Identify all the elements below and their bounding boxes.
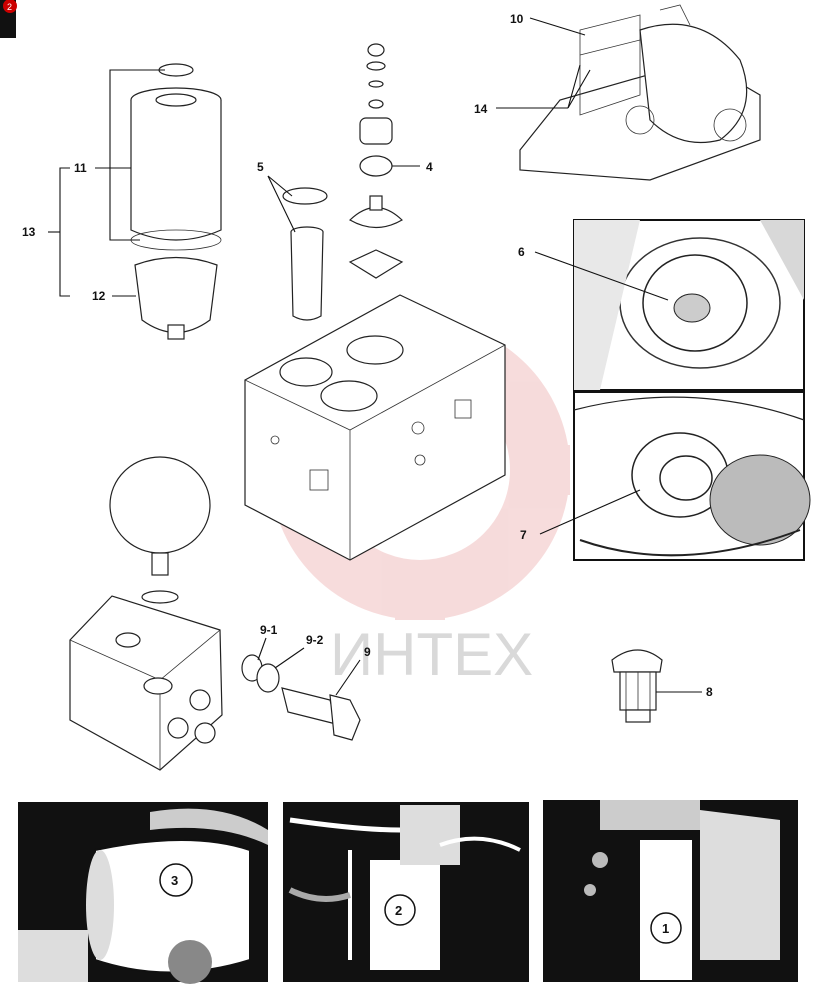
- callout-4: 4: [426, 160, 433, 174]
- callout-7: 7: [520, 528, 527, 542]
- photo-panel-1: [543, 800, 798, 982]
- filter-8: [611, 649, 663, 723]
- callout-8: 8: [706, 685, 713, 699]
- photo-label-2: 2: [395, 903, 402, 918]
- svg-text:2: 2: [7, 2, 12, 12]
- plug-9: [241, 654, 361, 741]
- callout-11: 11: [74, 161, 87, 175]
- callout-6: 6: [518, 245, 525, 259]
- callout-13: 13: [22, 225, 36, 239]
- photo-label-3: 3: [171, 873, 178, 888]
- strainer: [282, 187, 328, 321]
- callout-9-2: 9-2: [306, 633, 324, 647]
- callout-10: 10: [510, 12, 524, 26]
- photo-panel-3: [18, 802, 268, 984]
- corner-mark: 2: [0, 0, 17, 38]
- callout-12: 12: [92, 289, 106, 303]
- photo-label-1: 1: [662, 921, 669, 936]
- breather-stack: [348, 43, 404, 279]
- callout-9-1: 9-1: [260, 623, 278, 637]
- photo-panel-7: [573, 391, 811, 561]
- watermark-text: ИНТЕХ: [330, 621, 533, 688]
- photo-panel-6: [573, 219, 805, 391]
- pump-unit: [519, 4, 761, 181]
- accumulator-block: [69, 456, 223, 771]
- photo-panel-2: [283, 802, 529, 982]
- filter-assembly: [130, 63, 222, 340]
- callout-14: 14: [474, 102, 488, 116]
- callout-9: 9: [364, 645, 371, 659]
- hydraulic-tank: [244, 294, 506, 561]
- callout-5: 5: [257, 160, 264, 174]
